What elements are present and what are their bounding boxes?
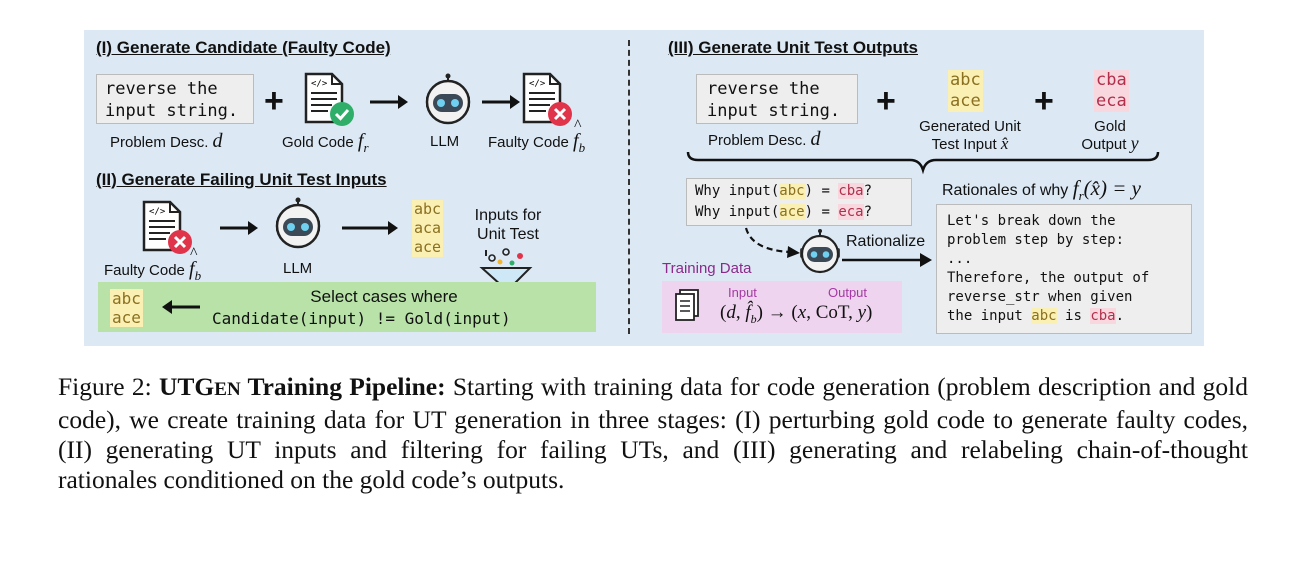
why-questions-box: Why input(abc) = cba? Why input(ace) = e…	[686, 178, 912, 226]
candidate-input-1: abc	[414, 200, 442, 218]
svg-text:</>: </>	[311, 79, 328, 89]
problem-text-3-line1: reverse the	[707, 79, 820, 99]
llm-robot-icon-3	[800, 229, 840, 274]
faulty-code-document-icon: </>	[522, 72, 572, 126]
problem-symbol-3: d	[810, 128, 821, 150]
gold-output-label: Gold Output y	[1060, 118, 1160, 153]
problem-description-box-3: reverse the input string.	[696, 74, 858, 124]
faulty-code-symbol: f^b	[573, 117, 586, 155]
training-data-label: Training Data	[662, 260, 752, 277]
arrow-3	[220, 221, 258, 235]
llm-robot-icon-2	[275, 197, 321, 249]
gold-outputs-list: cba eca	[1094, 70, 1129, 112]
faulty-code-label-2: Faulty Code f^b	[104, 245, 202, 284]
arrow-4	[342, 221, 398, 235]
combine-brace	[686, 151, 1160, 175]
generated-input-2: ace	[950, 91, 981, 111]
caption-text: Starting with training data for code gen…	[58, 372, 1249, 494]
llm-label-2: LLM	[283, 260, 313, 277]
gold-output-label-line1: Gold	[1094, 118, 1126, 135]
section-divider	[628, 40, 630, 334]
candidate-input-3: ace	[414, 238, 442, 256]
rationalize-label: Rationalize	[846, 233, 926, 250]
training-formula: (d, f̂b) → (x, CoT, y)	[720, 302, 873, 326]
arrow-left	[162, 300, 200, 314]
input-tag: Input	[728, 285, 757, 300]
svg-text:</>: </>	[149, 207, 166, 217]
inputs-for-unit-test-label: Inputs for Unit Test	[466, 206, 550, 244]
problem-label-text: Problem Desc.	[110, 134, 209, 151]
plus-sign-3b: +	[1034, 82, 1054, 120]
rationale-line4: Therefore, the output of	[947, 270, 1150, 286]
llm-robot-icon	[425, 73, 471, 125]
stack-of-documents-icon	[675, 289, 699, 321]
faulty-code-label: Faulty Code f^b	[488, 117, 586, 156]
generated-input-label-line1: Generated Unit	[919, 118, 1021, 135]
caption-figure-label: Figure 2:	[58, 372, 152, 401]
generated-inputs-list: abc ace	[948, 70, 983, 112]
section2-title: (II) Generate Failing Unit Test Inputs	[96, 170, 387, 189]
selected-input-2: ace	[112, 308, 141, 327]
faulty-code-document-icon-2: </>	[142, 200, 192, 254]
generated-input-label: Generated Unit Test Input x̂	[900, 118, 1040, 153]
candidate-inputs-list: abc aca ace	[412, 200, 444, 257]
inputs-for-unit-test-line1: Inputs for	[474, 207, 542, 224]
problem-text-line1: reverse the	[105, 79, 218, 99]
faulty-code-symbol-2: f^b	[189, 245, 202, 283]
gold-code-document-icon: </>	[304, 72, 354, 126]
svg-text:</>: </>	[529, 79, 546, 89]
inputs-for-unit-test-line2: Unit Test	[477, 226, 539, 243]
candidate-input-2: aca	[414, 219, 442, 237]
gold-output-2: eca	[1096, 91, 1127, 111]
problem-label-3-text: Problem Desc.	[708, 132, 807, 149]
rationalize-arrow	[842, 253, 932, 267]
faulty-code-label-text: Faulty Code	[488, 134, 569, 151]
problem-symbol: d	[212, 130, 223, 152]
rationale-box: Let's break down the problem step by ste…	[936, 204, 1192, 334]
figure-caption: Figure 2: UTGEN Training Pipeline: Start…	[58, 372, 1248, 495]
rationales-title-text: Rationales of why	[942, 182, 1069, 199]
output-tag: Output	[828, 285, 868, 300]
rationale-line1: Let's break down the	[947, 213, 1116, 229]
rationales-formula: fr(x̂) = y	[1072, 176, 1141, 204]
llm-label: LLM	[430, 133, 460, 150]
rationale-line2: problem step by step:	[947, 232, 1125, 248]
plus-sign-3a: +	[876, 82, 896, 120]
gold-code-label-text: Gold Code	[282, 134, 354, 151]
caption-title: UTGEN Training Pipeline:	[159, 372, 446, 401]
select-cases-text: Select cases where	[310, 287, 458, 306]
section3-title: (III) Generate Unit Test Outputs	[668, 38, 918, 57]
why-question-2: Why input(ace) = eca?	[695, 204, 873, 220]
generated-input-1: abc	[950, 70, 981, 90]
arrow-2	[482, 95, 520, 109]
gold-output-1: cba	[1096, 70, 1127, 90]
rationale-line6: the input abc is cba.	[947, 308, 1125, 324]
training-data-box	[662, 281, 902, 333]
select-cases-condition: Candidate(input) != Gold(input)	[212, 309, 511, 328]
selected-input-1: abc	[112, 289, 141, 308]
why-question-1: Why input(abc) = cba?	[695, 183, 873, 199]
faulty-code-label-2-text: Faulty Code	[104, 262, 185, 279]
plus-sign: +	[264, 82, 284, 120]
problem-description-box: reverse the input string.	[96, 74, 254, 124]
gold-code-label: Gold Code fr	[282, 130, 369, 156]
gold-output-label-line2: Output y	[1081, 133, 1139, 153]
problem-text-line2: input string.	[105, 101, 239, 121]
problem-text-3-line2: input string.	[707, 101, 841, 121]
problem-label-3: Problem Desc. d	[708, 128, 821, 151]
rationale-line5: reverse_str when given	[947, 289, 1133, 305]
arrow-1	[370, 95, 408, 109]
selected-inputs-list: abc ace	[110, 289, 143, 327]
dashed-arrow	[744, 227, 800, 258]
rationales-title: Rationales of why fr(x̂) = y	[942, 176, 1141, 204]
rationale-line3: ...	[947, 251, 973, 267]
problem-label: Problem Desc. d	[110, 130, 223, 153]
section1-title: (I) Generate Candidate (Faulty Code)	[96, 38, 391, 57]
generated-input-label-line2: Test Input x̂	[931, 134, 1009, 153]
gold-code-symbol: fr	[357, 130, 369, 155]
